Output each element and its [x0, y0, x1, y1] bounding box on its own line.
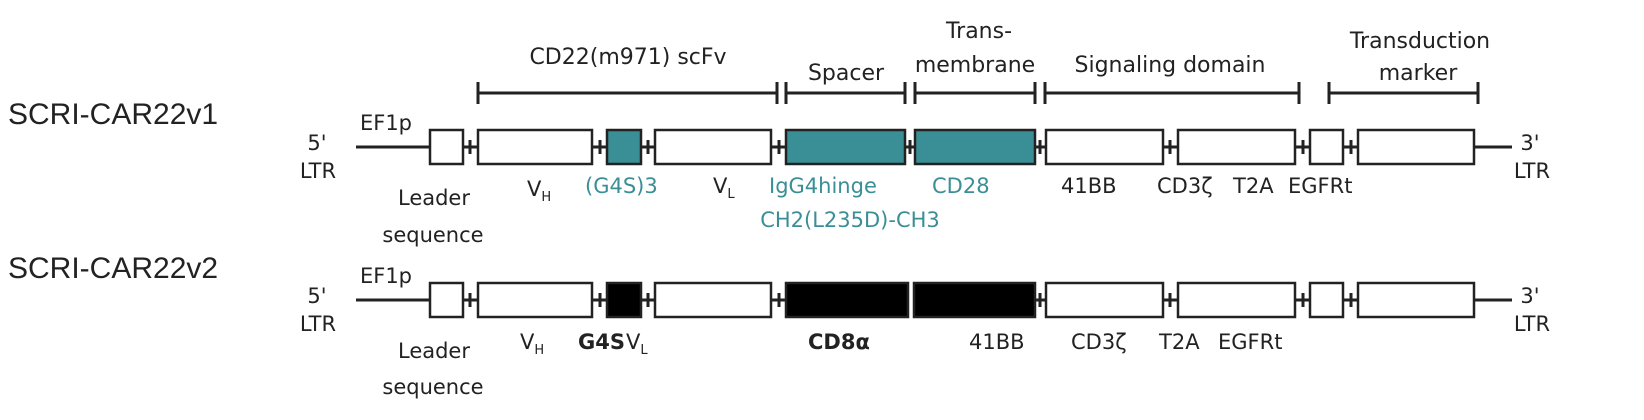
tm-label: CD28 — [932, 174, 990, 198]
linker-label: (G4S)3 — [585, 174, 658, 198]
segment-egfrt — [1356, 128, 1476, 166]
segment-cd3z — [1176, 128, 1297, 166]
segment-leader — [428, 128, 465, 166]
ltr3-top: 3' — [1520, 131, 1539, 155]
vl-label: VL — [626, 330, 648, 358]
cd3z-label: CD3ζ — [1071, 330, 1127, 354]
bracket-scfv — [476, 82, 779, 104]
spacer-sublabel: CH2(L235D)-CH3 — [760, 208, 940, 232]
segment-vl — [653, 128, 773, 166]
promoter-label: EF1p — [360, 111, 412, 135]
egfrt-label: EGFRt — [1218, 330, 1282, 354]
t2a-label: T2A — [1232, 174, 1274, 198]
bracket-signaling — [1043, 82, 1301, 104]
bracket-transmembrane — [913, 82, 1037, 104]
segment-t2a — [1308, 281, 1345, 319]
segments-v2 — [428, 281, 1476, 319]
segment-41bb — [1044, 281, 1165, 319]
segment-cd3z — [1176, 281, 1297, 319]
segment-vh — [476, 128, 594, 166]
leader-label-line1: Leader — [398, 186, 470, 210]
backbone-v1 — [356, 140, 1512, 154]
construct-v1: SCRI-CAR22v1 5' LTR EF1p — [8, 98, 1550, 247]
vh-label: VH — [520, 330, 544, 358]
cd3z-label: CD3ζ — [1157, 174, 1213, 198]
header-signaling: Signaling domain — [1075, 53, 1266, 78]
segment-spacer — [784, 281, 910, 319]
vl-label: VL — [713, 174, 735, 202]
ltr3-top: 3' — [1520, 284, 1539, 308]
t2a-label: T2A — [1158, 330, 1200, 354]
segment-egfrt — [1356, 281, 1476, 319]
segment-41bb — [1044, 128, 1165, 166]
segment-leader — [428, 281, 465, 319]
ltr3-bottom: LTR — [1514, 312, 1550, 336]
segment-vl — [653, 281, 773, 319]
construct-name: SCRI-CAR22v1 — [8, 98, 218, 131]
spacer-label: IgG4hinge — [769, 174, 877, 198]
bracket-marker — [1327, 82, 1480, 104]
spacer-label: CD8α — [808, 330, 870, 354]
header-marker-line1: Transduction — [1349, 29, 1490, 54]
leader-label-line2: sequence — [382, 375, 483, 399]
egfrt-label: EGFRt — [1288, 174, 1352, 198]
ltr5-bottom: LTR — [300, 312, 336, 336]
tm-label: 41BB — [969, 330, 1025, 354]
backbone-v2 — [356, 293, 1512, 307]
ltr5-top: 5' — [307, 131, 326, 155]
segment-vh — [476, 281, 594, 319]
segment-tm — [912, 281, 1037, 319]
vh-label: VH — [527, 177, 551, 205]
segments-v1 — [428, 128, 1476, 166]
segment-t2a — [1308, 128, 1345, 166]
construct-v2: SCRI-CAR22v2 5' LTR EF1p — [8, 252, 1550, 399]
header-marker-line2: marker — [1379, 61, 1458, 86]
ltr3-bottom: LTR — [1514, 159, 1550, 183]
leader-label-line2: sequence — [382, 223, 483, 247]
ltr5-bottom: LTR — [300, 159, 336, 183]
segment-linker — [605, 281, 643, 319]
promoter-label: EF1p — [360, 264, 412, 288]
ltr5-top: 5' — [307, 284, 326, 308]
bracket-spacer — [784, 82, 907, 104]
header-transmembrane-line2: membrane — [915, 53, 1035, 78]
segment-tm — [913, 128, 1037, 166]
header-spacer: Spacer — [808, 61, 885, 86]
linker-label: G4S — [578, 330, 625, 354]
costim-label: 41BB — [1061, 174, 1117, 198]
leader-label-line1: Leader — [398, 339, 470, 363]
header-scfv: CD22(m971) scFv — [529, 45, 726, 70]
header-transmembrane-line1: Trans- — [945, 19, 1012, 44]
header-brackets — [476, 82, 1480, 104]
segment-spacer — [784, 128, 907, 166]
construct-name: SCRI-CAR22v2 — [8, 252, 218, 285]
segment-linker — [605, 128, 643, 166]
